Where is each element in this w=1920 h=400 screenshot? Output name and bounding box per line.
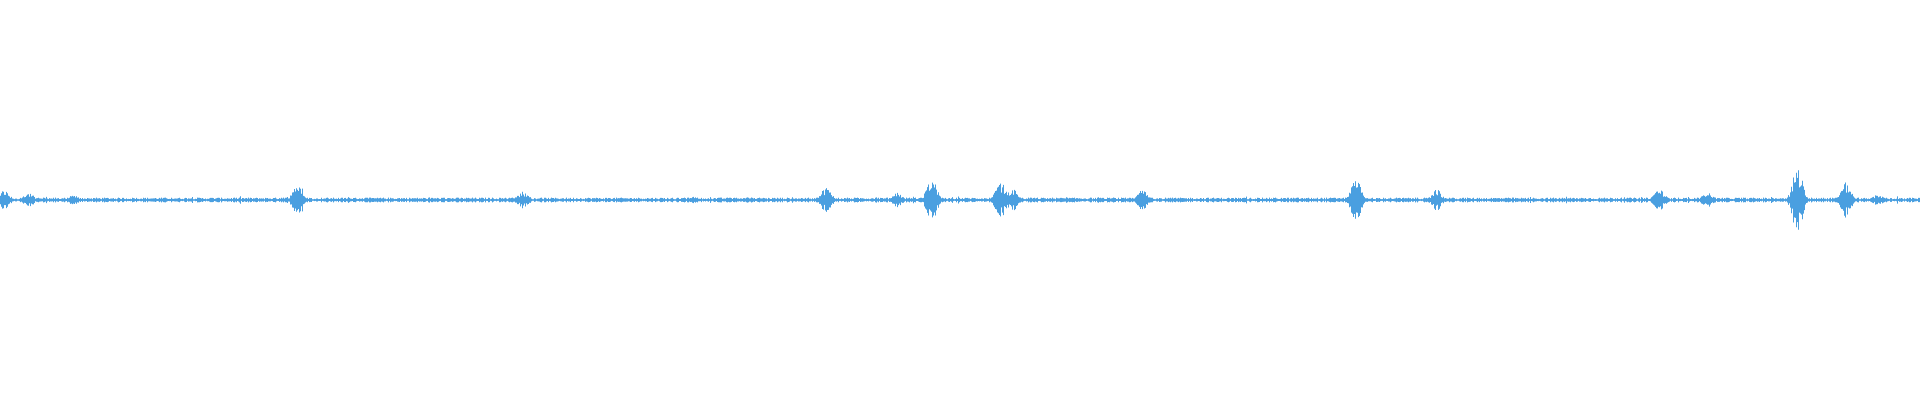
waveform-bars xyxy=(0,170,1920,230)
waveform-signal xyxy=(0,170,1920,230)
